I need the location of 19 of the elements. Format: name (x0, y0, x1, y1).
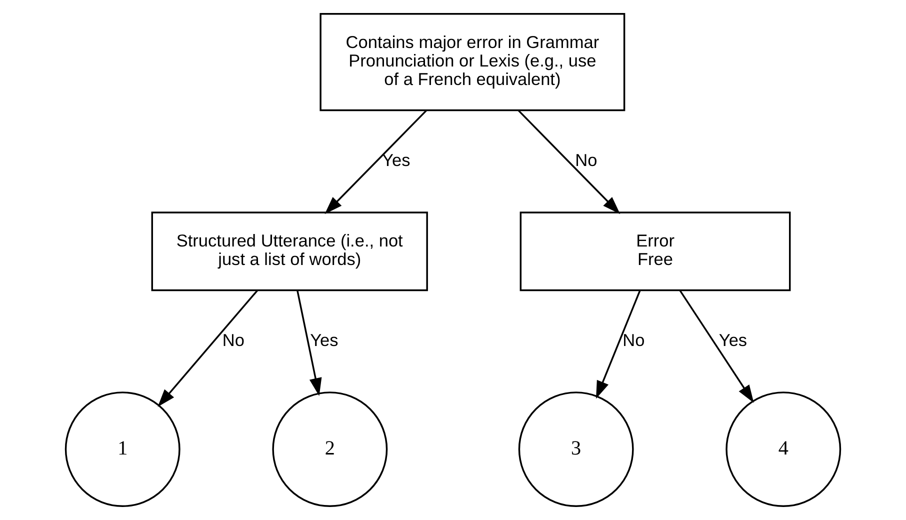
edge-label: No (575, 150, 598, 170)
edge-label: Yes (718, 330, 748, 350)
arrow (296, 290, 322, 396)
arrow (324, 110, 427, 214)
node-box: Contains major error in Grammar Pronunciation or Lexis (e.g., use of a French equivalent) (320, 12, 626, 112)
edge-label: No (222, 330, 245, 350)
edge-label: Yes (310, 330, 338, 350)
edge-label: No (622, 330, 645, 350)
arrow (679, 290, 754, 403)
node-box: Structured Utterance (i.e., not just a list of words) (151, 212, 428, 292)
node-circle: 2 (272, 392, 388, 508)
arrow (158, 290, 258, 407)
node-circle: 3 (518, 392, 634, 508)
node-circle: 4 (726, 392, 842, 508)
arrow (596, 290, 641, 399)
edge-label: Yes (382, 150, 410, 170)
arrow (518, 110, 620, 214)
node-circle: 1 (64, 392, 180, 508)
node-box: Error Free (520, 212, 791, 292)
